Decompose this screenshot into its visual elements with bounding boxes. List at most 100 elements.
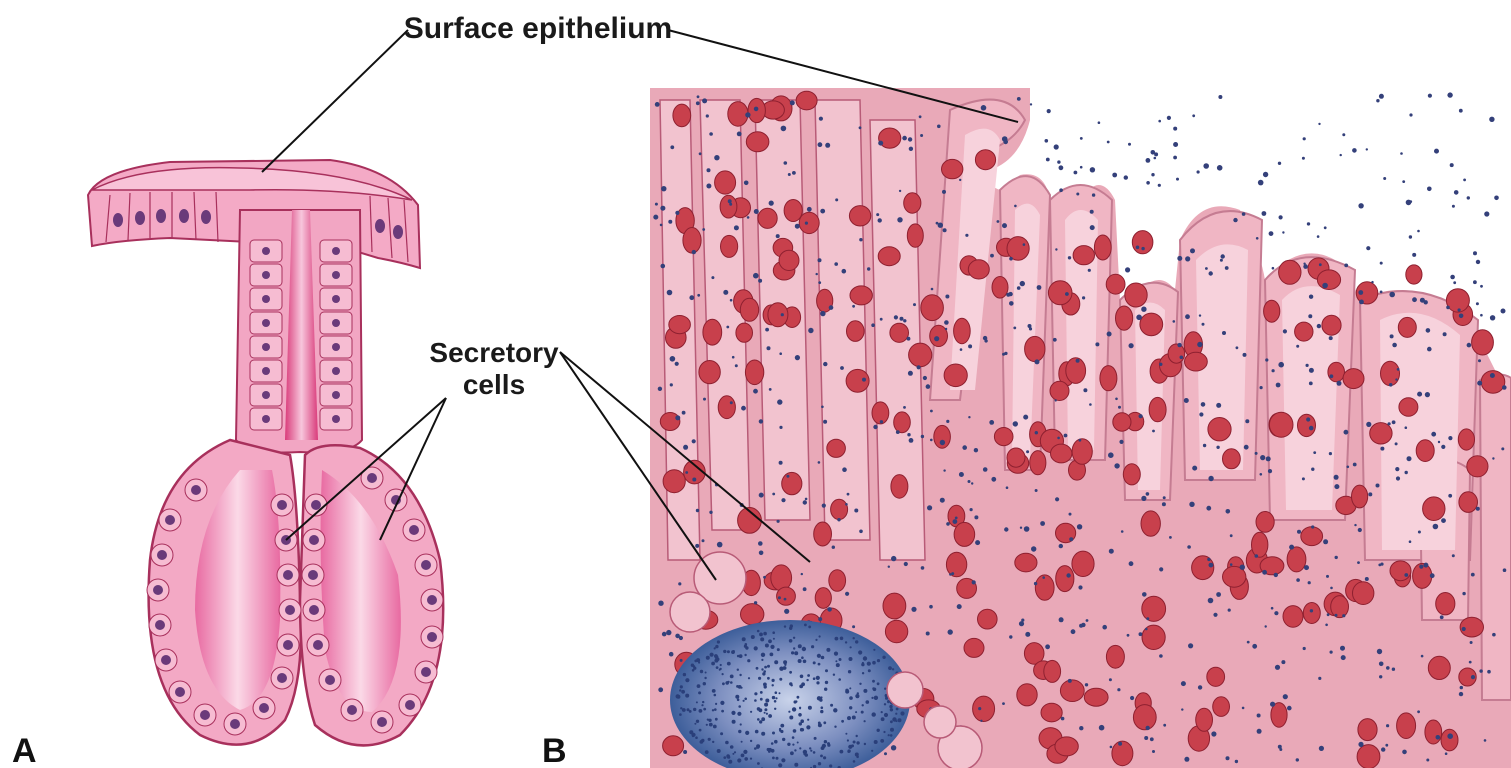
lymphocyte-dot (808, 706, 812, 710)
nucleus-dot (1366, 148, 1368, 150)
lymphocyte-dot (890, 720, 893, 723)
nucleus-dot (703, 398, 706, 401)
nucleus-dot (1330, 374, 1334, 378)
goblet-cell (1213, 697, 1230, 717)
goblet-cell (782, 472, 802, 494)
lymphocyte-dot (776, 757, 779, 760)
nucleus-dot (1176, 178, 1179, 181)
nucleus-dot (1402, 180, 1405, 183)
nucleus-dot (1335, 614, 1338, 617)
nucleus-dot (827, 607, 832, 612)
lymphocyte-dot (790, 751, 794, 755)
goblet-cell (1416, 440, 1434, 462)
lymphocyte-dot (780, 730, 783, 733)
goblet-cell (758, 208, 777, 228)
lymphocyte-dot (889, 705, 892, 708)
nucleus-dot (1089, 403, 1092, 406)
lymphocyte-dot (866, 700, 870, 704)
lymphocyte-dot (705, 672, 707, 674)
nucleus-dot (1334, 484, 1339, 489)
nucleus-dot (1302, 157, 1305, 160)
nucleus-dot (957, 604, 962, 609)
lymphocyte-dot (758, 677, 761, 680)
goblet-cell (815, 588, 831, 609)
lymphocyte-dot (710, 653, 714, 657)
goblet-cell (740, 298, 758, 321)
nucleus-dot (871, 323, 875, 327)
nucleus-dot (953, 519, 958, 524)
nucleus-dot (818, 281, 821, 284)
lymphocyte-dot (779, 728, 781, 730)
nucleus-dot (1304, 565, 1309, 570)
nucleus-dot (1159, 363, 1162, 366)
nucleus-dot (683, 445, 688, 450)
nucleus-dot (1201, 402, 1206, 407)
nucleus-dot (859, 530, 863, 534)
nucleus-dot (1492, 633, 1496, 637)
nucleus-dot (808, 328, 813, 333)
lymphocyte-dot (680, 685, 683, 688)
nucleus-dot (788, 173, 791, 176)
nucleus-dot (1078, 585, 1082, 589)
lymphocyte-dot (761, 659, 763, 661)
goblet-cell (1017, 684, 1037, 706)
nucleus-dot (1352, 148, 1357, 153)
lymphocyte-dot (700, 670, 703, 673)
goblet-cell (973, 696, 995, 721)
lymphocyte-dot (696, 658, 700, 662)
nucleus-dot (1173, 142, 1178, 147)
nucleus-dot (1268, 469, 1272, 473)
lymphocyte-dot (872, 680, 875, 683)
nucleus-dot (859, 238, 862, 241)
goblet-cell (968, 260, 989, 279)
nucleus-dot (1260, 455, 1265, 460)
nucleus-dot (1319, 746, 1324, 751)
goblet-cell (1140, 313, 1163, 336)
lymphocyte-dot (798, 713, 802, 717)
nucleus-dot (1260, 473, 1263, 476)
goblet-cell (1269, 412, 1293, 437)
nucleus-dot (670, 145, 674, 149)
nucleus-dot (697, 95, 700, 98)
lymphocyte-dot (779, 678, 782, 681)
nucleus-dot (1216, 446, 1219, 449)
nucleus-dot (699, 152, 702, 155)
lymphocyte-dot (847, 749, 850, 752)
lymphocyte-dot (772, 757, 775, 760)
lymphocyte-dot (877, 729, 880, 732)
nucleus-dot (847, 493, 850, 496)
lymphocyte-dot (789, 671, 792, 674)
goblet-cell (1295, 322, 1313, 341)
nucleus-dot (1421, 655, 1424, 658)
goblet-cell (669, 316, 691, 334)
lymphocyte-dot (757, 762, 760, 765)
nucleus-dot (1146, 726, 1150, 730)
nucleus-dot (1220, 259, 1223, 262)
lymphocyte-dot (743, 700, 745, 702)
lymphocyte-dot (759, 633, 763, 637)
goblet-cell (1084, 688, 1108, 706)
lymphocyte-dot (855, 694, 859, 698)
nucleus-dot (717, 542, 723, 548)
nucleus-dot (1102, 625, 1107, 630)
nucleus-dot (1076, 193, 1079, 196)
nucleus-dot (1450, 163, 1454, 167)
nucleus-dot (1341, 655, 1346, 660)
lymphocyte-dot (781, 758, 785, 762)
nucleus-dot (1447, 92, 1452, 97)
lymphocyte-dot (719, 668, 721, 670)
lymphocyte-dot (789, 716, 793, 720)
lymphocyte-dot (754, 692, 757, 695)
lymphocyte-dot (783, 666, 787, 670)
nucleus-dot (1146, 492, 1150, 496)
nucleus-dot (1192, 114, 1195, 117)
nucleus-dot (1310, 609, 1313, 612)
lymphocyte-dot (723, 756, 726, 759)
lymphocyte-dot (774, 740, 778, 744)
nucleus-dot (1109, 678, 1112, 681)
nucleus-dot (1124, 175, 1128, 179)
nucleus-dot (1076, 359, 1080, 363)
nucleus-dot (1055, 497, 1059, 501)
nucleus-dot (1409, 113, 1412, 116)
nucleus-dot (1141, 307, 1146, 312)
